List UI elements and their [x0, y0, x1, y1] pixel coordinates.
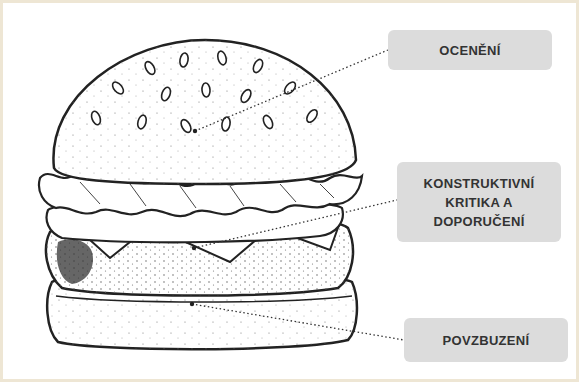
- leader-lines: [192, 50, 404, 340]
- patty-dark-texture: [57, 239, 93, 284]
- leader-line: [192, 304, 404, 340]
- callout-content: OCENĚNÍ: [439, 41, 500, 60]
- sesame-seed: [179, 118, 193, 134]
- sesame-seed: [261, 114, 274, 130]
- sesame-seed: [179, 52, 189, 67]
- leader-line: [195, 50, 388, 131]
- sesame-seed: [305, 108, 320, 124]
- callout-box: OCENĚNÍ: [388, 30, 552, 70]
- callout-content: KONSTRUKTIVNÍ KRITIKA A DOPORUČENÍ: [411, 174, 547, 231]
- sesame-seed: [143, 60, 157, 76]
- lettuce-veins: [80, 182, 334, 208]
- sesame-seed: [251, 58, 264, 74]
- leader-dot: [190, 302, 194, 306]
- sesame-seeds: [90, 50, 319, 134]
- callout-label: POVZBUZENÍ: [443, 331, 530, 350]
- callout-label: OCENĚNÍ: [439, 41, 500, 60]
- leader-dots: [190, 129, 197, 306]
- sesame-seed: [160, 86, 172, 102]
- sesame-seed: [136, 114, 147, 130]
- callout-box: KONSTRUKTIVNÍ KRITIKA A DOPORUČENÍ: [397, 162, 561, 242]
- sesame-seed: [201, 83, 210, 98]
- top-bun: [53, 40, 356, 184]
- sesame-seed: [239, 88, 253, 104]
- sesame-seed: [216, 50, 227, 66]
- sesame-seed: [110, 80, 125, 96]
- leader-dot: [193, 129, 197, 133]
- callout-box: POVZBUZENÍ: [404, 318, 568, 362]
- top-bun-texture: [53, 40, 356, 184]
- leader-line: [194, 200, 397, 248]
- bottom-bun-edge: [56, 296, 352, 302]
- sesame-seed: [90, 110, 102, 126]
- callout-label: KONSTRUKTIVNÍ KRITIKA A DOPORUČENÍ: [411, 174, 547, 231]
- leader-dot: [192, 246, 196, 250]
- callout-content: POVZBUZENÍ: [443, 331, 530, 350]
